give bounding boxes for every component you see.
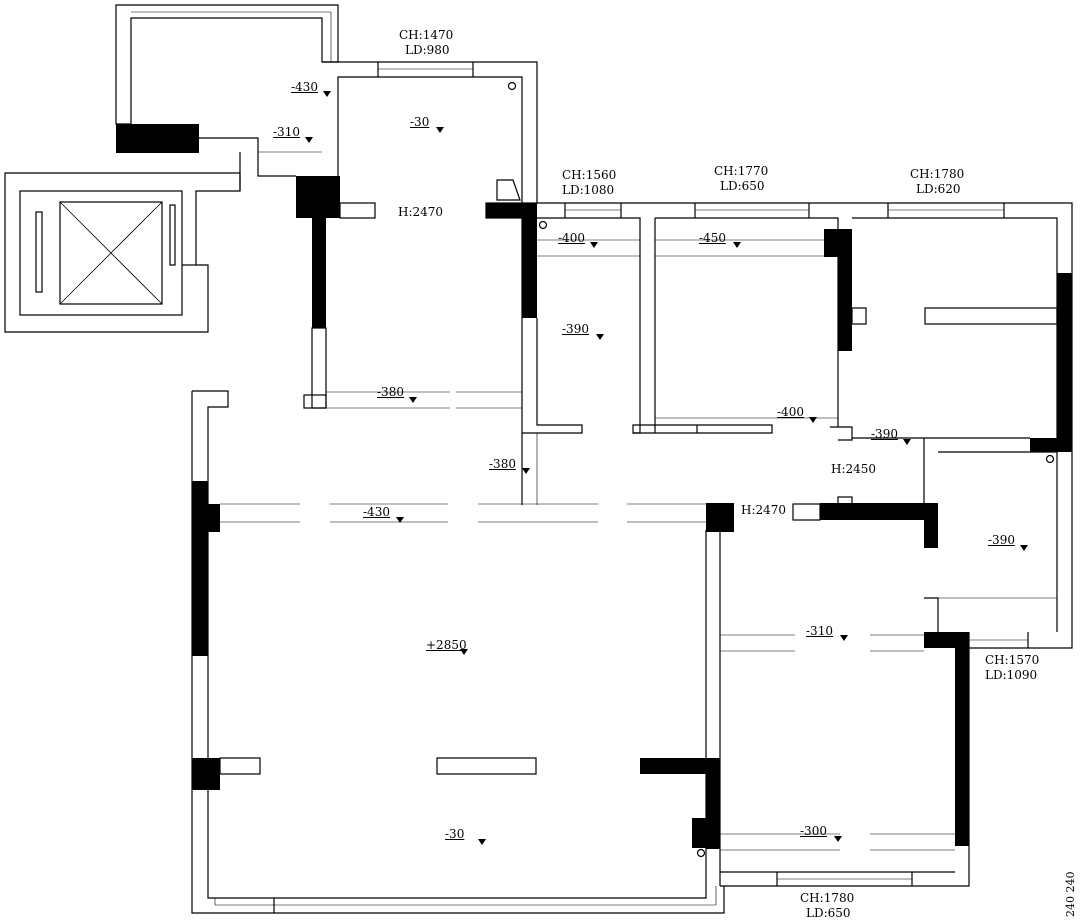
level-mark: -400: [777, 405, 804, 419]
level-mark: -310: [806, 624, 833, 638]
level-mark: -390: [988, 533, 1015, 547]
wall-top-left-room: [115, 4, 339, 125]
window-dim-3-ch: CH:1770: [714, 164, 769, 178]
wall-upper-corridor: [322, 61, 538, 204]
level-triangle-icon: [590, 242, 598, 248]
level-triangle-icon: [903, 439, 911, 445]
window-dim-4-ch: CH:1780: [910, 167, 965, 181]
level-triangle-icon: [478, 839, 486, 845]
level-mark: -30: [445, 827, 465, 841]
window-dim-4-ld: LD:620: [916, 182, 961, 196]
solid-walls: [116, 124, 1072, 849]
door-height-2: H:2470: [741, 503, 787, 517]
level-mark: -430: [363, 505, 390, 519]
level-mark: -310: [273, 125, 300, 139]
level-triangle-icon: [460, 649, 468, 655]
level-triangle-icon: [840, 635, 848, 641]
level-mark: -380: [489, 457, 516, 471]
level-triangle-icon: [396, 517, 404, 523]
level-triangle-icon: [809, 417, 817, 423]
level-mark: -390: [871, 427, 898, 441]
level-mark: -400: [558, 231, 585, 245]
door-height-3: H:2450: [831, 462, 877, 476]
level-mark: -390: [562, 322, 589, 336]
window-dim-5-ld: LD:1090: [985, 668, 1038, 682]
door-height-1: H:2470: [398, 205, 444, 219]
level-triangle-icon: [733, 242, 741, 248]
level-mark: -30: [410, 115, 430, 129]
level-triangle-icon: [1020, 545, 1028, 551]
wall-top-right: [537, 202, 1073, 452]
level-mark: -300: [800, 824, 827, 838]
window-dim-2-ld: LD:1080: [562, 183, 615, 197]
level-mark: -380: [377, 385, 404, 399]
level-triangle-icon: [522, 468, 530, 474]
window-dim-3-ld: LD:650: [720, 179, 765, 193]
level-triangle-icon: [305, 137, 313, 143]
level-mark: -450: [699, 231, 726, 245]
window-dim-1-ch: CH:1470: [399, 28, 454, 42]
level-mark: +2850: [426, 638, 467, 652]
window-dim-6-ld: LD:650: [806, 906, 851, 920]
level-triangle-icon: [409, 397, 417, 403]
window-dim-5-ch: CH:1570: [985, 653, 1040, 667]
wall-elevator-block: [4, 172, 241, 333]
window-dim-2-ch: CH:1560: [562, 168, 617, 182]
wall-living-room: [192, 390, 707, 899]
side-dimension-text: 240 240: [1064, 871, 1077, 918]
level-triangle-icon: [436, 127, 444, 133]
level-triangle-icon: [834, 836, 842, 842]
level-mark: -430: [291, 80, 318, 94]
level-triangle-icon: [323, 91, 331, 97]
level-triangle-icon: [596, 334, 604, 340]
window-dim-1-ld: LD:980: [405, 43, 450, 57]
window-dim-6-ch: CH:1780: [800, 891, 855, 905]
